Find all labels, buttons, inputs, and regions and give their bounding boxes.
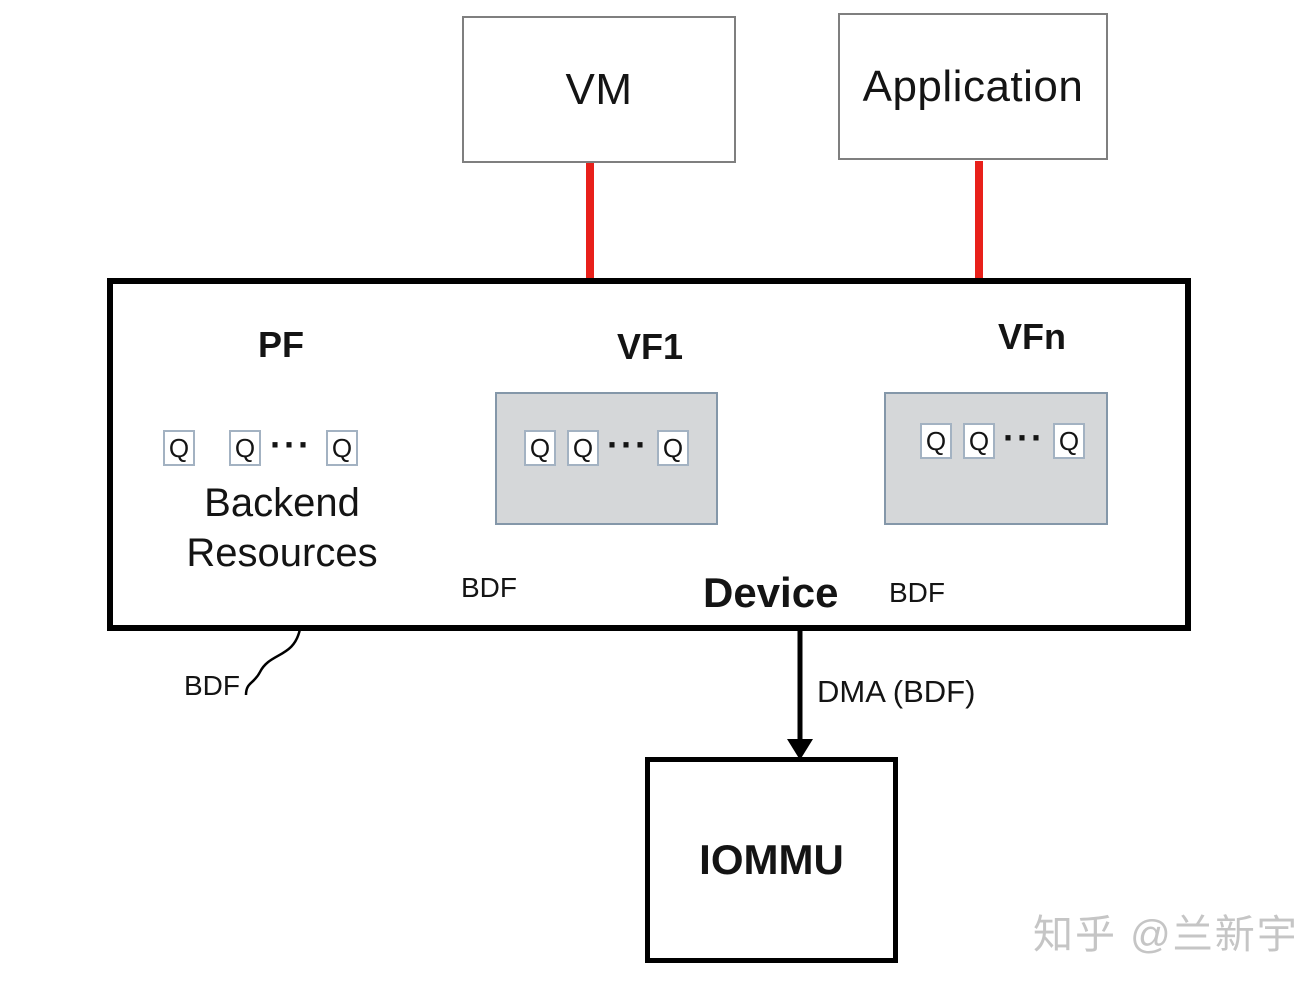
vfn-queue-box-n: Q	[1052, 423, 1085, 459]
pf-queue-box-2: Q	[229, 430, 261, 466]
vm-label: VM	[565, 64, 633, 114]
pf-queue-box-1: Q	[163, 430, 195, 466]
vf1-label: VF1	[616, 326, 684, 367]
vf1-queue-box-2: Q	[567, 430, 599, 466]
device-bdf-label: BDF	[184, 670, 240, 701]
vfn-queue-box-2: Q	[963, 423, 995, 459]
pf-queue-row: Q Q ··· Q	[163, 427, 358, 469]
pf-queue-ellipsis: ···	[270, 424, 312, 465]
vfn-queue-row: Q Q ··· Q	[920, 420, 1085, 462]
vfn-queue-box-1: Q	[920, 423, 952, 459]
resources-line: Resources	[186, 531, 378, 575]
vfn-label: VFn	[998, 316, 1066, 357]
pf-label: PF	[257, 324, 304, 365]
pf-queue-box-n: Q	[325, 430, 358, 466]
application-box: Application	[838, 13, 1108, 160]
vfn-queue-ellipsis: ···	[1003, 417, 1045, 458]
watermark-text: 知乎 @兰新宇	[1033, 913, 1299, 957]
iommu-box: IOMMU	[645, 757, 898, 963]
vf1-queue-box-1: Q	[524, 430, 556, 466]
device-bdf-squiggle-line	[244, 628, 302, 696]
backend-line: Backend	[204, 481, 360, 525]
backend-resources-label: Backend Resources	[157, 478, 407, 578]
application-label: Application	[862, 61, 1084, 111]
dma-bdf-label: DMA (BDF)	[817, 674, 976, 709]
device-label: Device	[703, 569, 839, 616]
iommu-label: IOMMU	[699, 836, 844, 883]
vf1-bdf-label: BDF	[461, 572, 517, 603]
vf1-queue-ellipsis: ···	[607, 424, 649, 465]
vf1-box: Q Q ··· Q	[495, 392, 718, 525]
vf1-queue-box-n: Q	[656, 430, 689, 466]
vfn-bdf-label: BDF	[889, 577, 945, 608]
vf1-queue-row: Q Q ··· Q	[524, 427, 689, 469]
vfn-box: Q Q ··· Q	[884, 392, 1108, 525]
vm-box: VM	[462, 16, 736, 163]
